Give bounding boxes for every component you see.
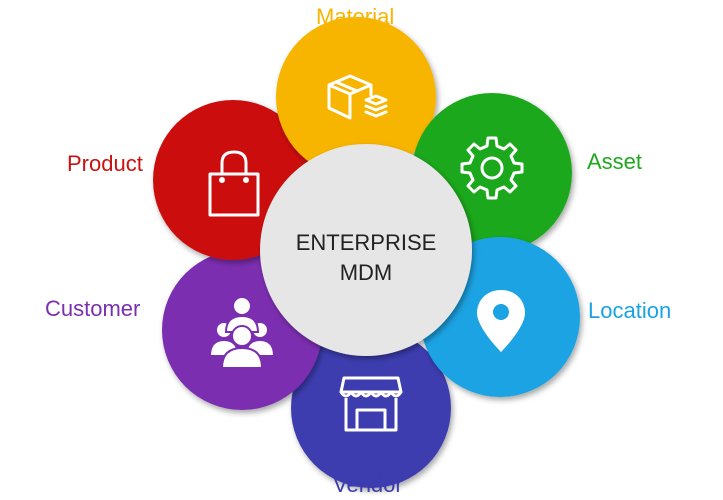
label-material: Material <box>316 4 395 29</box>
shopping-bag-icon <box>208 150 260 217</box>
user-group-icon <box>208 296 276 369</box>
label-product: Product <box>67 151 143 176</box>
storefront-icon <box>339 376 403 432</box>
gear-icon <box>460 136 524 200</box>
label-asset: Asset <box>587 149 643 174</box>
label-vendor: Vendor <box>333 472 403 497</box>
label-location: Location <box>588 298 672 323</box>
label-customer: Customer <box>45 296 141 321</box>
box-with-layers-icon <box>327 74 388 120</box>
petal-vendor <box>291 328 451 488</box>
center-hub <box>260 144 472 356</box>
center-title-line1: ENTERPRISE <box>295 230 437 255</box>
petal-material <box>276 17 436 177</box>
location-pin-icon <box>477 290 525 352</box>
center-title-line2: MDM <box>339 260 393 285</box>
center-title: ENTERPRISE MDM <box>261 228 471 288</box>
